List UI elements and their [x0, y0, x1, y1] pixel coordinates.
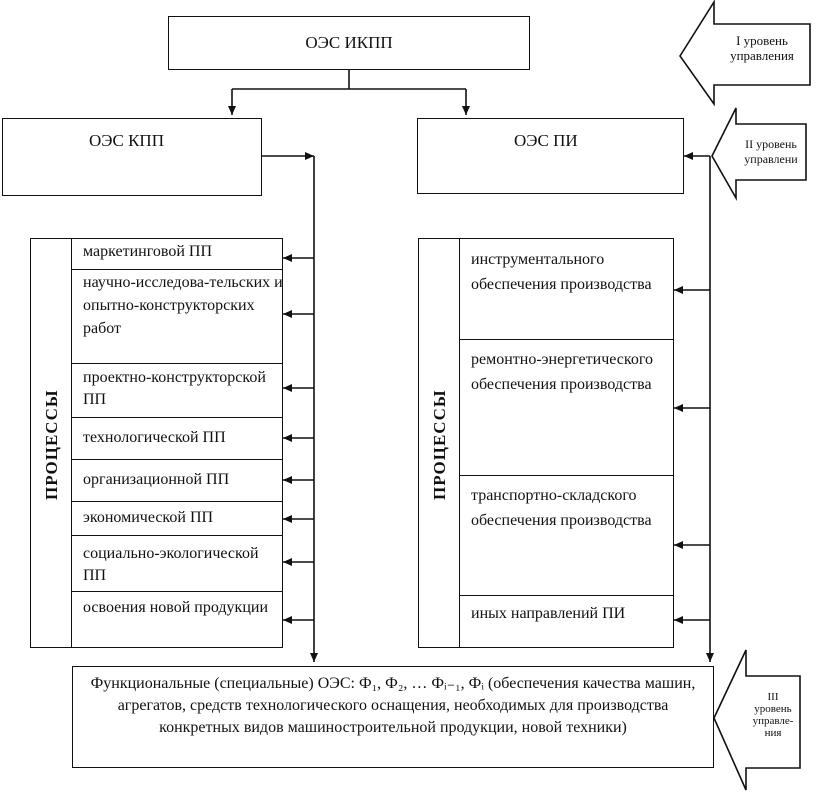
- level-two-label: II уровень управлени: [744, 137, 798, 166]
- left-item-design: проектно-конструкторской ПП: [83, 369, 266, 408]
- left-processes-divider: [71, 239, 72, 647]
- top-box-oes-ikpp: ОЭС ИКПП: [168, 16, 530, 70]
- level-two-arrow: [711, 107, 807, 202]
- right-item-other: иных направлений ПИ: [471, 605, 626, 622]
- right-processes-group: ПРОЦЕССЫ инструментального обеспечения п…: [418, 238, 674, 648]
- right-sep: [459, 595, 674, 596]
- bottom-box-functional-oes: Функциональные (специальные) ОЭС: Ф₁, Ф₂…: [72, 666, 714, 768]
- left-processes-group: ПРОЦЕССЫ маркетинговой ПП научно-исследо…: [30, 238, 283, 648]
- left-sep: [71, 269, 283, 270]
- left-item-organizational: организационной ПП: [83, 471, 230, 488]
- left-sep: [71, 501, 283, 502]
- left-item-technological: технологической ПП: [83, 429, 226, 446]
- left-sep: [71, 459, 283, 460]
- right-sep: [459, 475, 674, 476]
- left-item-socio-ecological: социально-экологической ПП: [83, 545, 259, 584]
- right-processes-divider: [459, 239, 460, 647]
- level-one-label: I уровень управления: [730, 33, 794, 63]
- right-item-repair-energy: ремонтно-энергетического обеспечения про…: [471, 351, 653, 393]
- level-three-arrow: [713, 649, 801, 791]
- left-processes-title: ПРОЦЕССЫ: [42, 389, 61, 500]
- right-item-tooling: инструментального обеспечения производст…: [471, 251, 652, 293]
- level-one-arrow: [679, 0, 811, 107]
- left-box-oes-kpp: ОЭС КПП: [2, 118, 262, 196]
- left-item-economic: экономической ПП: [83, 509, 214, 526]
- right-processes-title: ПРОЦЕССЫ: [430, 389, 449, 500]
- right-box-label: ОЭС ПИ: [514, 131, 578, 150]
- level-three-label: III уровень управле-ния: [752, 691, 794, 739]
- bottom-box-label: Функциональные (специальные) ОЭС: Ф₁, Ф₂…: [90, 675, 696, 736]
- left-sep: [71, 591, 283, 592]
- left-sep: [71, 363, 283, 364]
- left-item-new-product: освоения новой продукции: [83, 599, 268, 616]
- left-sep: [71, 535, 283, 536]
- left-item-marketing: маркетинговой ПП: [83, 243, 212, 260]
- right-item-transport-storage: транспортно-складского обеспечения произ…: [471, 487, 652, 529]
- left-box-label: ОЭС КПП: [89, 131, 164, 150]
- right-sep: [459, 339, 674, 340]
- top-box-label: ОЭС ИКПП: [305, 33, 393, 52]
- right-box-oes-pi: ОЭС ПИ: [417, 118, 684, 194]
- left-sep: [71, 417, 283, 418]
- left-item-rnd: научно-исследова-тельских и опытно-конст…: [83, 274, 283, 337]
